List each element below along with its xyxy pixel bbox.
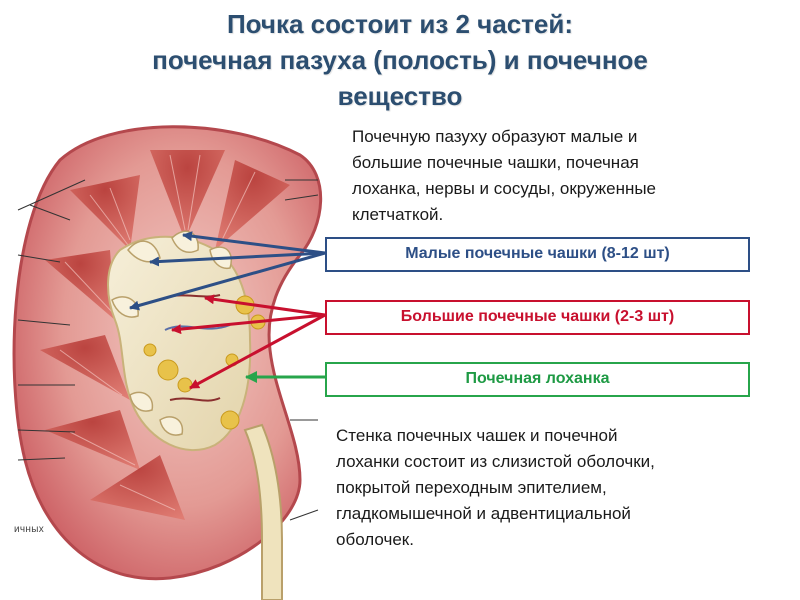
- outro-line-3: покрытой переходным эпителием,: [336, 478, 607, 497]
- wall-description: Стенка почечных чашек и почечной лоханки…: [336, 423, 776, 553]
- title-line-1: Почка состоит из 2 частей:: [226, 9, 574, 39]
- sinus-description: Почечную пазуху образуют малые и большие…: [352, 124, 772, 228]
- outro-line-5: оболочек.: [336, 530, 414, 549]
- intro-line-3: лоханка, нервы и сосуды, окруженные: [352, 179, 657, 198]
- intro-line-1: Почечную пазуху образуют малые и: [352, 127, 638, 146]
- title-line-3: вещество: [337, 81, 463, 111]
- sinus-fat: [143, 295, 266, 430]
- page-title: Почка состоит из 2 частей: почечная пазу…: [60, 6, 740, 114]
- cut-off-label: ичных: [14, 524, 45, 535]
- minor-calyces-arrows: [129, 231, 326, 311]
- pyramid-striations: [59, 154, 256, 511]
- outro-line-2: лоханки состоит из слизистой оболочки,: [336, 452, 655, 471]
- renal-pyramids: [40, 150, 290, 520]
- outro-line-4: гладкомышечной и адвентициальной: [336, 504, 631, 523]
- ureter: [243, 423, 283, 600]
- major-calyces-arrows: [171, 294, 326, 390]
- leader-lines: [17, 179, 319, 521]
- intro-line-2: большие почечные чашки, почечная: [352, 153, 639, 172]
- title-line-2: почечная пазуха (полость) и почечное: [152, 45, 648, 75]
- minor-calyces-label: Малые почечные чашки (8-12 шт): [325, 237, 750, 272]
- renal-pelvis-label: Почечная лоханка: [325, 362, 750, 397]
- outro-line-1: Стенка почечных чашек и почечной: [336, 426, 618, 445]
- intro-line-4: клетчаткой.: [352, 205, 444, 224]
- major-calyces-label: Большие почечные чашки (2-3 шт): [325, 300, 750, 335]
